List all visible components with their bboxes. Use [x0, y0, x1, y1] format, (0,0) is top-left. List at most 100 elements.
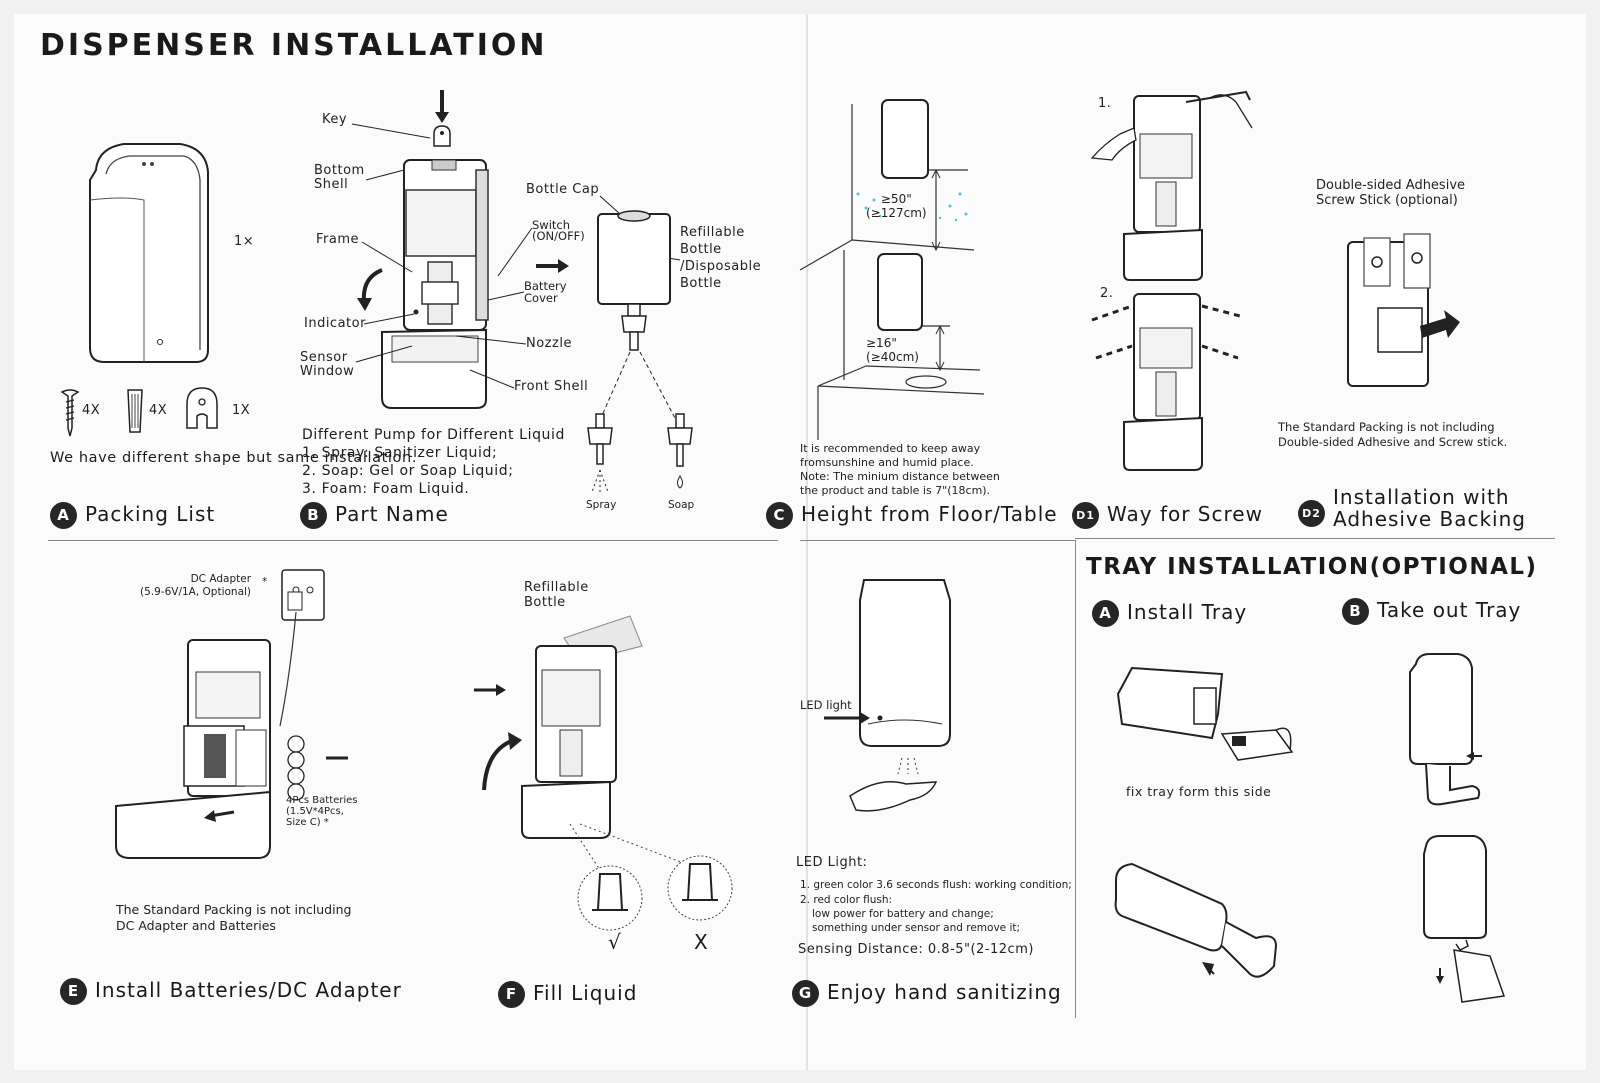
dispenser-open-illustration	[381, 159, 489, 409]
spray-label: Spray	[586, 499, 617, 511]
key-small-icon	[433, 125, 451, 147]
key-icon	[186, 387, 218, 429]
section-a-text: Packing List	[85, 502, 216, 526]
part-leader-lines	[351, 123, 681, 421]
led-title: LED Light:	[796, 855, 868, 870]
fill-refillable-label: Refillable Bottle	[524, 580, 589, 610]
anchor-count: 4X	[149, 403, 168, 418]
led-item-1: 1. green color 3.6 seconds flush: workin…	[800, 879, 1072, 891]
sensing-distance: Sensing Distance: 0.8-5"(2-12cm)	[798, 942, 1034, 957]
dc-adapter-star: *	[262, 576, 268, 588]
refill-bottle-illustration	[597, 210, 671, 351]
section-d1-text: Way for Screw	[1107, 502, 1263, 526]
led-light-label: LED light	[800, 698, 852, 712]
part-nozzle-label: Nozzle	[526, 336, 572, 351]
screw-step-1: 1.	[1098, 96, 1112, 111]
right-arrow-icon	[536, 259, 569, 273]
tray-fix-illustration	[1116, 666, 1294, 761]
part-sensor-window-label: Sensor Window	[300, 350, 355, 379]
adhesive-backing-illustration	[1347, 233, 1460, 387]
section-a-label: A Packing List	[50, 502, 215, 529]
part-refillable-bottle-label: Refillable Bottle /Disposable Bottle	[680, 225, 762, 291]
soap-label: Soap	[668, 499, 695, 511]
tray-divider	[1075, 540, 1076, 1018]
part-switch-label: Switch (ON/OFF)	[532, 218, 585, 243]
section-f-badge: F	[498, 981, 525, 1008]
batteries-note: The Standard Packing is not including DC…	[116, 902, 352, 933]
led-item-2: 2. red color flush:	[800, 894, 893, 906]
spray-pump-icon	[587, 413, 613, 494]
section-a-badge: A	[50, 502, 77, 529]
section-e-label: E Install Batteries/DC Adapter	[60, 978, 402, 1005]
middle-divider-tray	[1075, 538, 1555, 539]
section-c-label: C Height from Floor/Table	[766, 502, 1058, 529]
tray-remove-bottom-illustration	[1423, 835, 1506, 1003]
key-count: 1X	[232, 403, 251, 418]
instruction-sheet	[14, 14, 1586, 1070]
height-note: It is recommended to keep away fromsunsh…	[800, 442, 1000, 497]
section-d1-label: D1 Way for Screw	[1072, 502, 1263, 529]
height-upper-label: ≥50" (≥127cm)	[866, 192, 927, 220]
unit-count: 1×	[234, 234, 255, 249]
pump-item-1: 1. Spray: Sanitizer Liquid;	[302, 445, 498, 461]
section-e-badge: E	[60, 978, 87, 1005]
pump-item-3: 3. Foam: Foam Liquid.	[302, 481, 470, 497]
section-g-label: G Enjoy hand sanitizing	[792, 980, 1062, 1007]
battery-install-illustration	[115, 569, 348, 859]
led-item-2b: something under sensor and remove it;	[812, 922, 1021, 934]
down-arrow-icon	[435, 90, 449, 123]
fill-wrong-mark: X	[694, 930, 709, 954]
fill-correct-mark: √	[608, 930, 622, 954]
part-indicator-label: Indicator	[304, 316, 366, 331]
tray-b-text: Take out Tray	[1377, 598, 1522, 622]
adhesive-note: The Standard Packing is not including Do…	[1278, 420, 1508, 449]
tray-title: TRAY INSTALLATION(OPTIONAL)	[1086, 554, 1538, 580]
section-g-badge: G	[792, 980, 819, 1007]
tray-fix-note: fix tray form this side	[1126, 784, 1272, 799]
section-d2-text: Installation with Adhesive Backing	[1333, 485, 1526, 531]
soap-pump-icon	[667, 413, 693, 489]
adhesive-label: Double-sided Adhesive Screw Stick (optio…	[1316, 178, 1466, 208]
tray-remove-top-illustration	[1409, 653, 1482, 806]
rotate-arrow-icon	[357, 268, 383, 311]
pump-title: Different Pump for Different Liquid	[302, 427, 565, 443]
section-d2-label: D2 Installation with Adhesive Backing	[1298, 486, 1526, 531]
section-g-text: Enjoy hand sanitizing	[827, 980, 1062, 1004]
tray-b-label: B Take out Tray	[1342, 598, 1521, 625]
tray-b-badge: B	[1342, 598, 1369, 625]
section-c-badge: C	[766, 502, 793, 529]
part-key-label: Key	[322, 112, 348, 127]
section-e-text: Install Batteries/DC Adapter	[95, 978, 402, 1002]
middle-divider-left	[48, 540, 778, 541]
screw-count: 4X	[82, 403, 101, 418]
part-frame-label: Frame	[316, 232, 360, 247]
tray-a-label: A Install Tray	[1092, 600, 1247, 627]
led-item-2a: low power for battery and change;	[812, 908, 994, 920]
fill-liquid-illustration	[474, 615, 733, 931]
height-lower-label: ≥16" (≥40cm)	[866, 336, 919, 364]
center-fold	[806, 14, 808, 1070]
part-bottom-shell-label: Bottom Shell	[314, 163, 365, 192]
screw-icon	[60, 389, 80, 437]
dc-adapter-label: DC Adapter (5.9-6V/1A, Optional)	[140, 573, 252, 598]
screw-step-2-illustration	[1091, 293, 1241, 471]
section-f-label: F Fill Liquid	[498, 981, 637, 1008]
dispenser-led-illustration	[824, 579, 951, 812]
screw-step-2: 2.	[1100, 286, 1114, 301]
part-front-shell-label: Front Shell	[514, 379, 589, 394]
tray-a-badge: A	[1092, 600, 1119, 627]
section-f-text: Fill Liquid	[533, 981, 638, 1005]
middle-divider-right	[800, 540, 1075, 541]
part-bottle-cap-label: Bottle Cap	[526, 182, 600, 197]
tray-a-text: Install Tray	[1127, 600, 1248, 624]
main-title: DISPENSER INSTALLATION	[40, 28, 548, 63]
part-battery-cover-label: Battery Cover	[524, 279, 567, 305]
packing-note: We have different shape but same install…	[50, 450, 418, 466]
wall-floor-diagram	[799, 99, 985, 440]
section-c-text: Height from Floor/Table	[801, 502, 1058, 526]
batteries-label: 4Pcs Batteries (1.5V*4Pcs, Size C) *	[286, 795, 358, 828]
section-b-badge: B	[300, 502, 327, 529]
section-d2-badge: D2	[1298, 500, 1325, 527]
section-d1-badge: D1	[1072, 502, 1099, 529]
